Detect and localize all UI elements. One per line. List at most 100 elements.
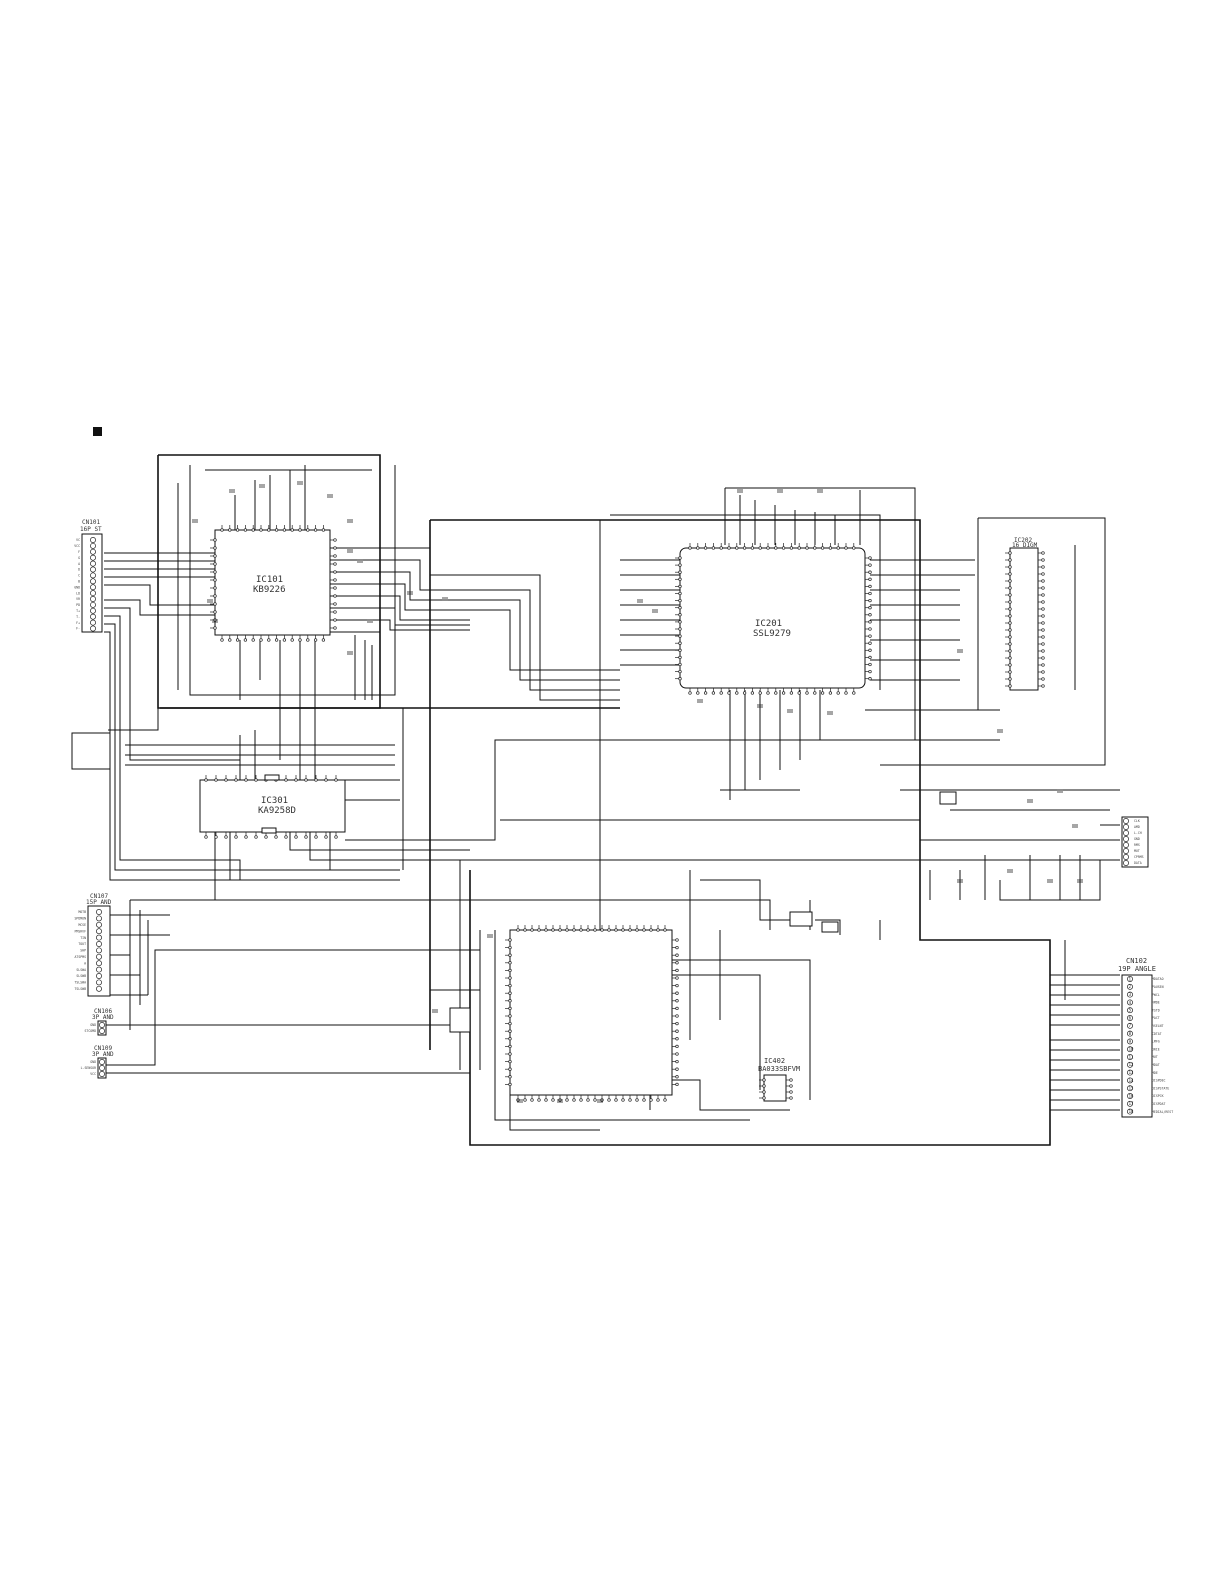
pin-pad <box>508 953 512 957</box>
pin-pad <box>213 594 217 598</box>
pin-pad <box>719 691 723 695</box>
pin-number: 2 <box>1129 984 1132 989</box>
cn101-ref: CN101 <box>82 519 100 526</box>
connector-pin <box>1127 983 1133 990</box>
pin-pad <box>314 835 318 839</box>
pin-label: G <box>78 556 80 560</box>
connector-pin <box>1127 1061 1133 1068</box>
pin-label: ATSPMS <box>74 955 86 959</box>
pin-pad <box>789 1096 793 1100</box>
pin-pad <box>508 976 512 980</box>
pin-pad <box>1041 670 1045 674</box>
pin-pad <box>321 528 326 532</box>
connector-pin <box>96 985 102 992</box>
pin-pad <box>628 928 632 932</box>
pin-number: 15 <box>1129 1086 1134 1091</box>
pin-pad <box>204 835 208 839</box>
pin-number: 7 <box>1129 1023 1132 1028</box>
pin-pad <box>508 1082 512 1087</box>
pin-pad <box>735 546 739 550</box>
pin-pad <box>868 606 872 610</box>
pin-pad <box>758 546 762 550</box>
pin-pad <box>789 691 794 695</box>
cn101-desc: 16P ST <box>80 526 102 533</box>
pin-pad <box>711 691 716 695</box>
pin-pad <box>213 578 217 582</box>
pin-pad <box>1041 607 1045 611</box>
connector-pin <box>96 979 102 986</box>
pin-pad <box>675 1044 679 1049</box>
pin-pad <box>1008 572 1012 576</box>
pin-pad <box>204 778 208 782</box>
pin-pad <box>766 691 770 695</box>
pin-pad <box>254 835 258 839</box>
pin-number: 13 <box>1129 1070 1134 1075</box>
ic301-part: KA9258D <box>258 806 296 816</box>
pin-pad <box>868 613 872 617</box>
pin-pad <box>508 1075 512 1079</box>
pin-label: MUT <box>1134 849 1140 853</box>
pin-pad <box>607 928 611 932</box>
pin-label: D <box>78 568 80 572</box>
pin-pad <box>758 691 762 695</box>
pin-label: VC <box>76 538 80 542</box>
pin-label: PAUSEN <box>1152 985 1164 989</box>
pin-pad <box>333 626 337 630</box>
pin-pad <box>334 778 338 782</box>
pin-pad <box>703 546 708 550</box>
cn101-connector: CN101 16P ST VCVCCFGADCBGNDLDVRPDT+T-F+F… <box>74 519 103 633</box>
pin-pad <box>820 691 825 695</box>
pin-pad <box>523 1098 527 1102</box>
connector-pin <box>96 973 102 979</box>
pin-label: GND <box>74 585 80 589</box>
pin-pad <box>228 528 232 532</box>
pin-pad <box>678 648 682 652</box>
pin-pad <box>678 577 682 581</box>
pin-label: STCOMD <box>84 1029 96 1033</box>
pin-pad <box>243 528 248 532</box>
pin-number: 3 <box>1129 992 1132 997</box>
pin-label: CPRMS <box>1134 855 1144 859</box>
pin-pad <box>678 570 682 574</box>
pin-pad <box>508 968 512 973</box>
pin-pad <box>333 578 337 582</box>
connector-pin <box>1123 830 1129 836</box>
pin-pad <box>675 945 679 950</box>
pin-pad <box>333 618 337 622</box>
cn106-ref: CN106 <box>94 1008 112 1015</box>
cn102-ref: CN102 <box>1126 957 1147 965</box>
ic402-chip: IC402 BA033SBFVM <box>758 1057 800 1102</box>
pin-pad <box>635 928 639 932</box>
pin-number: 14 <box>1129 1078 1134 1083</box>
pin-pad <box>294 778 298 782</box>
pin-pad <box>678 613 682 617</box>
pin-pad <box>213 546 217 550</box>
pin-pad <box>868 563 872 567</box>
pin-pad <box>523 928 527 932</box>
pin-pad <box>234 835 238 839</box>
pin-number: 12 <box>1129 1062 1134 1067</box>
pin-label: VCC <box>90 1072 96 1076</box>
ic101-chip: IC101 KB9226 <box>210 525 337 642</box>
pin-pad <box>675 968 679 973</box>
pin-label: RSELNT <box>1152 1024 1164 1028</box>
pin-number: 18 <box>1129 1109 1134 1114</box>
pin-pad <box>321 638 326 642</box>
pin-pad <box>868 591 872 596</box>
connector-pin <box>90 625 96 632</box>
pin-label: MUT <box>1152 1055 1158 1059</box>
connector-pin <box>1123 836 1129 842</box>
pin-pad <box>675 1021 679 1026</box>
pin-pad <box>1041 614 1045 618</box>
pin-pad <box>868 669 872 674</box>
pin-label: DRIE <box>1152 1047 1160 1051</box>
pin-label: MOTB <box>78 910 86 914</box>
connector-pin <box>96 921 102 928</box>
cn107-ref: CN107 <box>90 893 108 900</box>
connector-pin <box>90 548 96 555</box>
pin-pad <box>1041 642 1045 646</box>
pin-pad <box>508 1037 512 1041</box>
connector-pin <box>1127 1046 1133 1053</box>
pin-pad <box>508 1006 512 1011</box>
